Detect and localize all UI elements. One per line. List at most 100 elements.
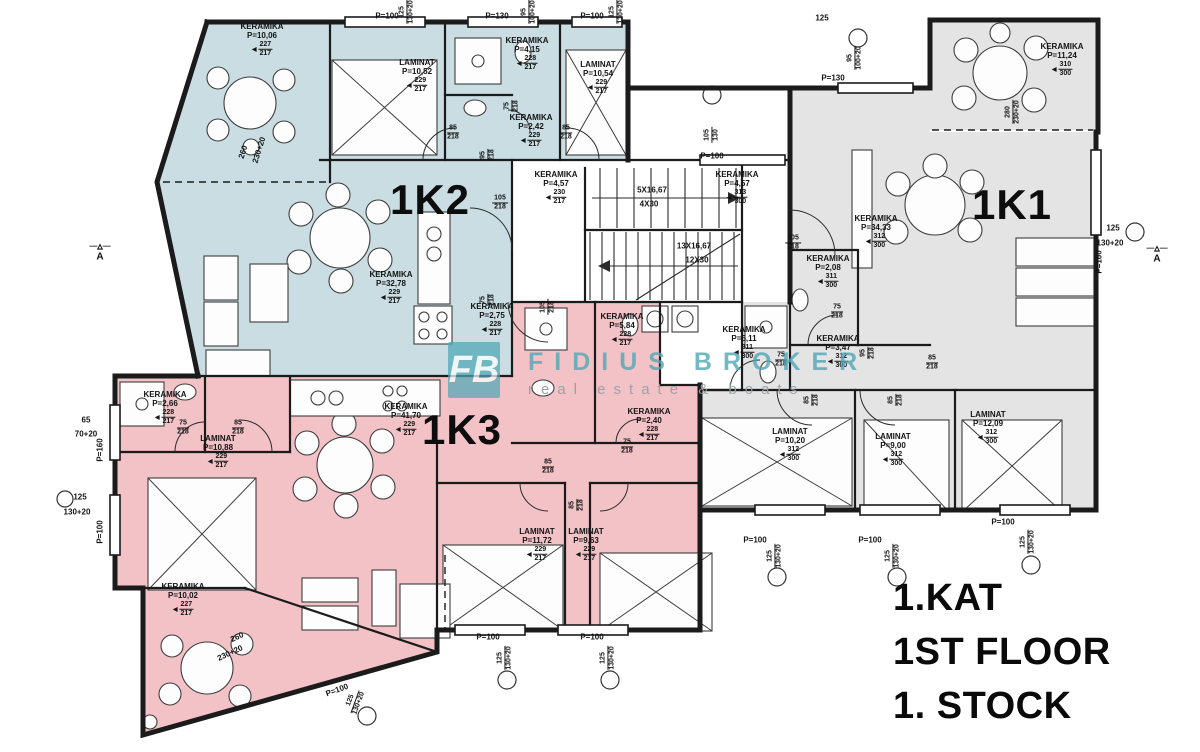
bath-fixtures (119, 37, 809, 427)
dimension-text: 125 (815, 13, 829, 23)
dimension-text: P=100 (743, 535, 767, 545)
dimension-text: P=100 (95, 520, 105, 544)
sofa-1k1 (1015, 237, 1095, 327)
floor-title-de: 1. STOCK (893, 684, 1072, 727)
section-marker: ─▵─A (1146, 242, 1168, 265)
dimension-text: 260 (236, 144, 250, 160)
level-marker-icon: ◀ (1051, 66, 1057, 73)
level-marker-icon: ◀ (526, 551, 532, 558)
level-marker-icon: ◀ (516, 60, 522, 67)
dimension-text: 130+20 (1096, 238, 1124, 248)
dimension-text: P=100 (991, 517, 1015, 527)
dimension-text: 125 (1106, 223, 1120, 233)
level-marker-icon: ◀ (587, 84, 593, 91)
unit-label-1k1: 1K1 (971, 181, 1053, 228)
dimension-text: P=100 (858, 535, 882, 545)
dimension-text: 13X16,67 (676, 241, 712, 251)
dining-table-terrace-1k1 (951, 22, 1049, 113)
dimension-text: 230+20 (250, 135, 268, 165)
level-marker-icon: ◀ (520, 137, 526, 144)
dimension-text: 125 (73, 492, 87, 502)
bed-1k2-right (565, 49, 627, 156)
kitchen-1k3 (289, 379, 441, 417)
unit-label-1k2: 1K2 (389, 176, 471, 223)
kitchen-1k2 (413, 211, 453, 345)
furniture (56, 22, 1145, 730)
dimension-text: P=100 (476, 632, 500, 642)
dimension-text: P=130 (485, 11, 509, 21)
floor-title-block: 1.KAT 1ST FLOOR 1. STOCK (893, 572, 1111, 734)
dimension-text: P=100 (375, 11, 399, 21)
dining-table-1k2 (286, 182, 393, 294)
unit-label-1k3: 1K3 (421, 406, 503, 453)
bed-1k1-mid (863, 419, 950, 513)
unit-1k1-region (700, 88, 1096, 510)
level-marker-icon: ◀ (827, 358, 833, 365)
bed-1k2-left (331, 59, 438, 156)
level-marker-icon: ◀ (481, 326, 487, 333)
level-marker-icon: ◀ (611, 336, 617, 343)
dimension-text: 4X30 (639, 199, 659, 209)
sofa-1k3 (301, 569, 451, 639)
bed-1k1-right (961, 419, 1063, 513)
dimension-text: P=100 (580, 632, 604, 642)
dimension-text: 230+20 (215, 643, 245, 663)
level-marker-icon: ◀ (575, 551, 581, 558)
dining-table-1k3 (292, 411, 396, 519)
